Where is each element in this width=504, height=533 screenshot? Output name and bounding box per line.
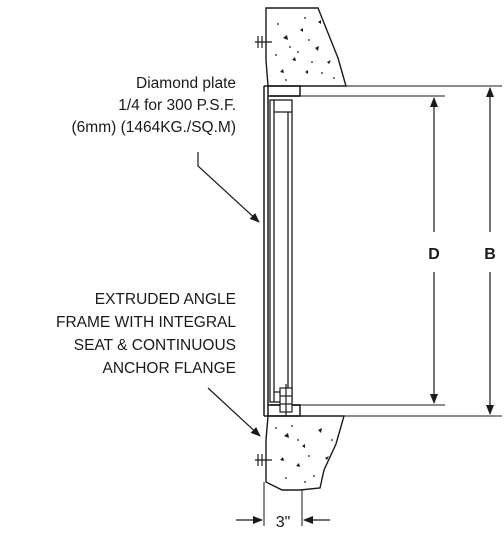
upper-concrete-aggregate [275,17,335,81]
lower-concrete-slab [265,415,345,491]
plate-callout-line-2: 1/4 for 300 P.S.F. [118,97,236,114]
frame-callout-line-4: ANCHOR FLANGE [103,360,237,377]
plate-leader-line [197,152,260,223]
dimension-d-label: D [428,246,440,263]
frame-leader-line [207,387,261,437]
upper-concrete-slab [265,7,347,87]
dimension-b-label: B [484,246,496,263]
lower-concrete-aggregate [275,425,333,483]
extension-lines [263,85,502,526]
angle-frame [263,85,301,417]
diamond-plate-cover [269,99,293,403]
frame-callout-line-1: EXTRUDED ANGLE [95,291,236,308]
plate-callout-line-3: (6mm) (1464KG./SQ.M) [72,119,237,136]
upper-anchor-bolt [255,36,272,48]
hinge-hardware [279,384,293,416]
frame-callout-line-2: FRAME WITH INTEGRAL [56,314,236,331]
dimension-depth-label: 3" [276,514,291,531]
frame-callout-line-3: SEAT & CONTINUOUS [74,337,236,354]
lower-anchor-bolt [255,454,272,466]
plate-callout-line-1: Diamond plate [136,75,236,92]
